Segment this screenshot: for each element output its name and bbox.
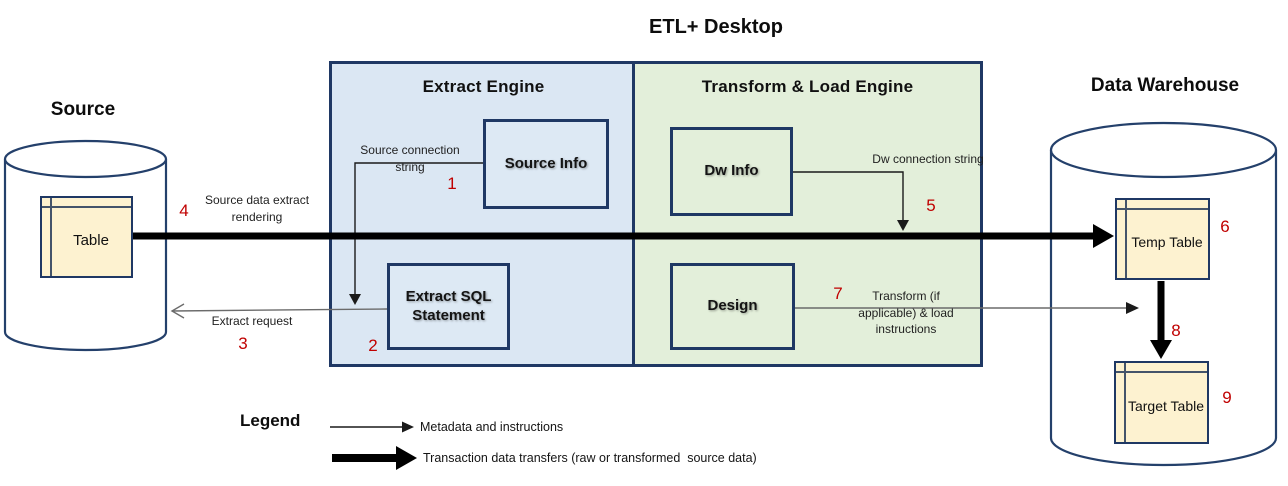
- step-number-9: 9: [1222, 388, 1232, 407]
- dw-info-box: Dw Info: [670, 127, 793, 216]
- label-source-connection-string: Source connection string: [360, 143, 460, 174]
- legend-title: Legend: [240, 411, 301, 430]
- step-number-1: 1: [447, 174, 457, 193]
- label-dw-connection-string: Dw connection string: [872, 152, 984, 166]
- step-number-2: 2: [368, 336, 378, 355]
- legend-transaction-label: Transaction data transfers (raw or trans…: [423, 451, 757, 465]
- legend-thick-arrow-sample: [332, 446, 417, 470]
- label-transform-load-instructions: Transform (if applicable) & load instruc…: [858, 289, 954, 337]
- target-table-icon: Target Table: [1114, 361, 1209, 444]
- target-table-label: Target Table: [1127, 397, 1204, 414]
- table-grid-line: [1124, 363, 1126, 442]
- data-warehouse-section-title: Data Warehouse: [1090, 75, 1240, 96]
- step-number-6: 6: [1220, 217, 1230, 236]
- table-grid-line: [1116, 371, 1207, 373]
- source-info-box: Source Info: [483, 119, 609, 209]
- temp-table-icon: Temp Table: [1115, 198, 1210, 280]
- table-grid-line: [1125, 200, 1127, 278]
- step-number-4: 4: [179, 201, 189, 220]
- label-source-data-extract-rendering: Source data extract rendering: [204, 193, 310, 224]
- table-grid-line: [50, 198, 52, 276]
- transform-load-engine-title: Transform & Load Engine: [701, 77, 914, 96]
- table-grid-line: [1117, 208, 1208, 210]
- extract-engine-title: Extract Engine: [422, 77, 545, 96]
- label-extract-request: Extract request: [211, 314, 293, 328]
- legend-thin-arrow-sample: [330, 421, 414, 433]
- extract-sql-statement-box: Extract SQL Statement: [387, 263, 510, 350]
- source-table-label: Table: [73, 231, 109, 249]
- step-number-7: 7: [833, 284, 843, 303]
- arrow-temp-to-target-transfer: [1150, 281, 1172, 359]
- page-title: ETL+ Desktop: [649, 16, 783, 38]
- step-number-3: 3: [238, 334, 248, 353]
- source-section-title: Source: [50, 99, 116, 120]
- step-number-5: 5: [926, 196, 936, 215]
- step-number-8: 8: [1171, 321, 1181, 340]
- legend-metadata-label: Metadata and instructions: [420, 420, 564, 434]
- design-box: Design: [670, 263, 795, 350]
- temp-table-label: Temp Table: [1131, 234, 1203, 251]
- source-table-icon: Table: [40, 196, 133, 278]
- table-grid-line: [42, 206, 131, 208]
